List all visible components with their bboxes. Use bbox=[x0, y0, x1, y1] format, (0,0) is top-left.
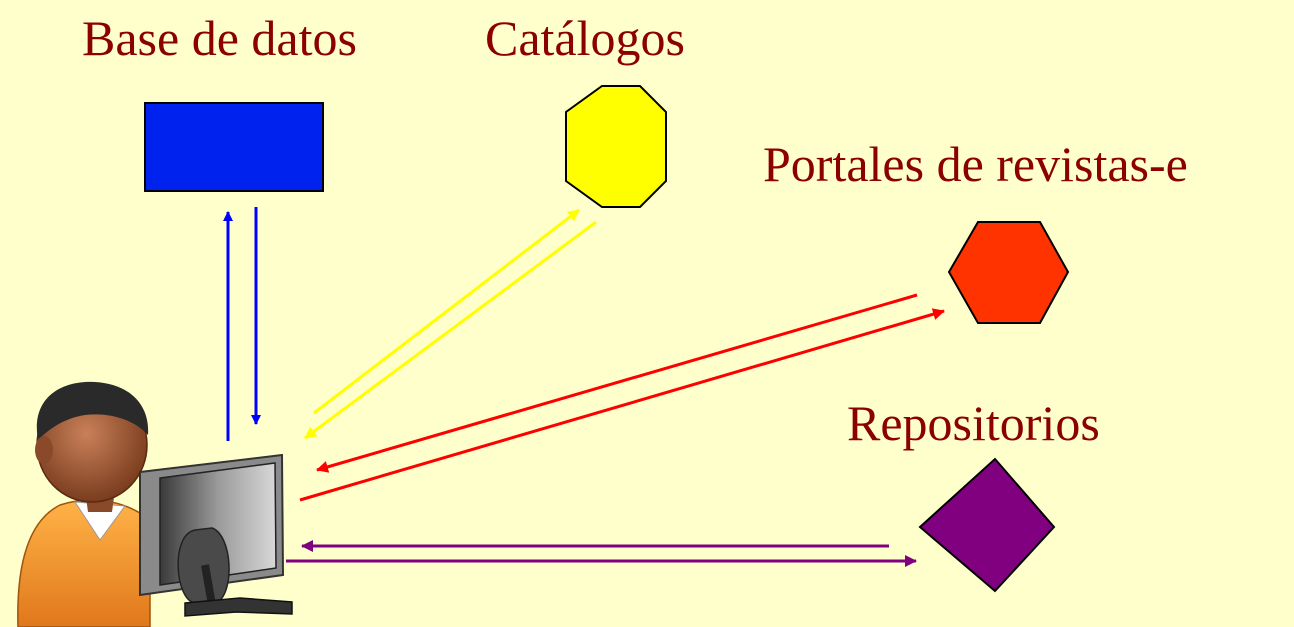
database-label: Base de datos bbox=[82, 10, 357, 66]
arrow-to-catalogs bbox=[313, 208, 580, 415]
arrow-from-ejournals bbox=[316, 293, 918, 473]
user-at-computer-icon bbox=[17, 381, 293, 627]
catalogs-label: Catálogos bbox=[485, 10, 685, 66]
database-rectangle bbox=[144, 102, 324, 192]
ejournals-hexagon bbox=[947, 221, 1070, 324]
repositories-diamond bbox=[918, 457, 1056, 593]
repositories-label: Repositorios bbox=[847, 395, 1100, 451]
arrow-to-ejournals bbox=[299, 308, 945, 502]
ejournals-label: Portales de revistas-e bbox=[763, 136, 1188, 192]
catalogs-octagon bbox=[565, 85, 667, 208]
arrow-from-catalogs bbox=[304, 220, 597, 440]
